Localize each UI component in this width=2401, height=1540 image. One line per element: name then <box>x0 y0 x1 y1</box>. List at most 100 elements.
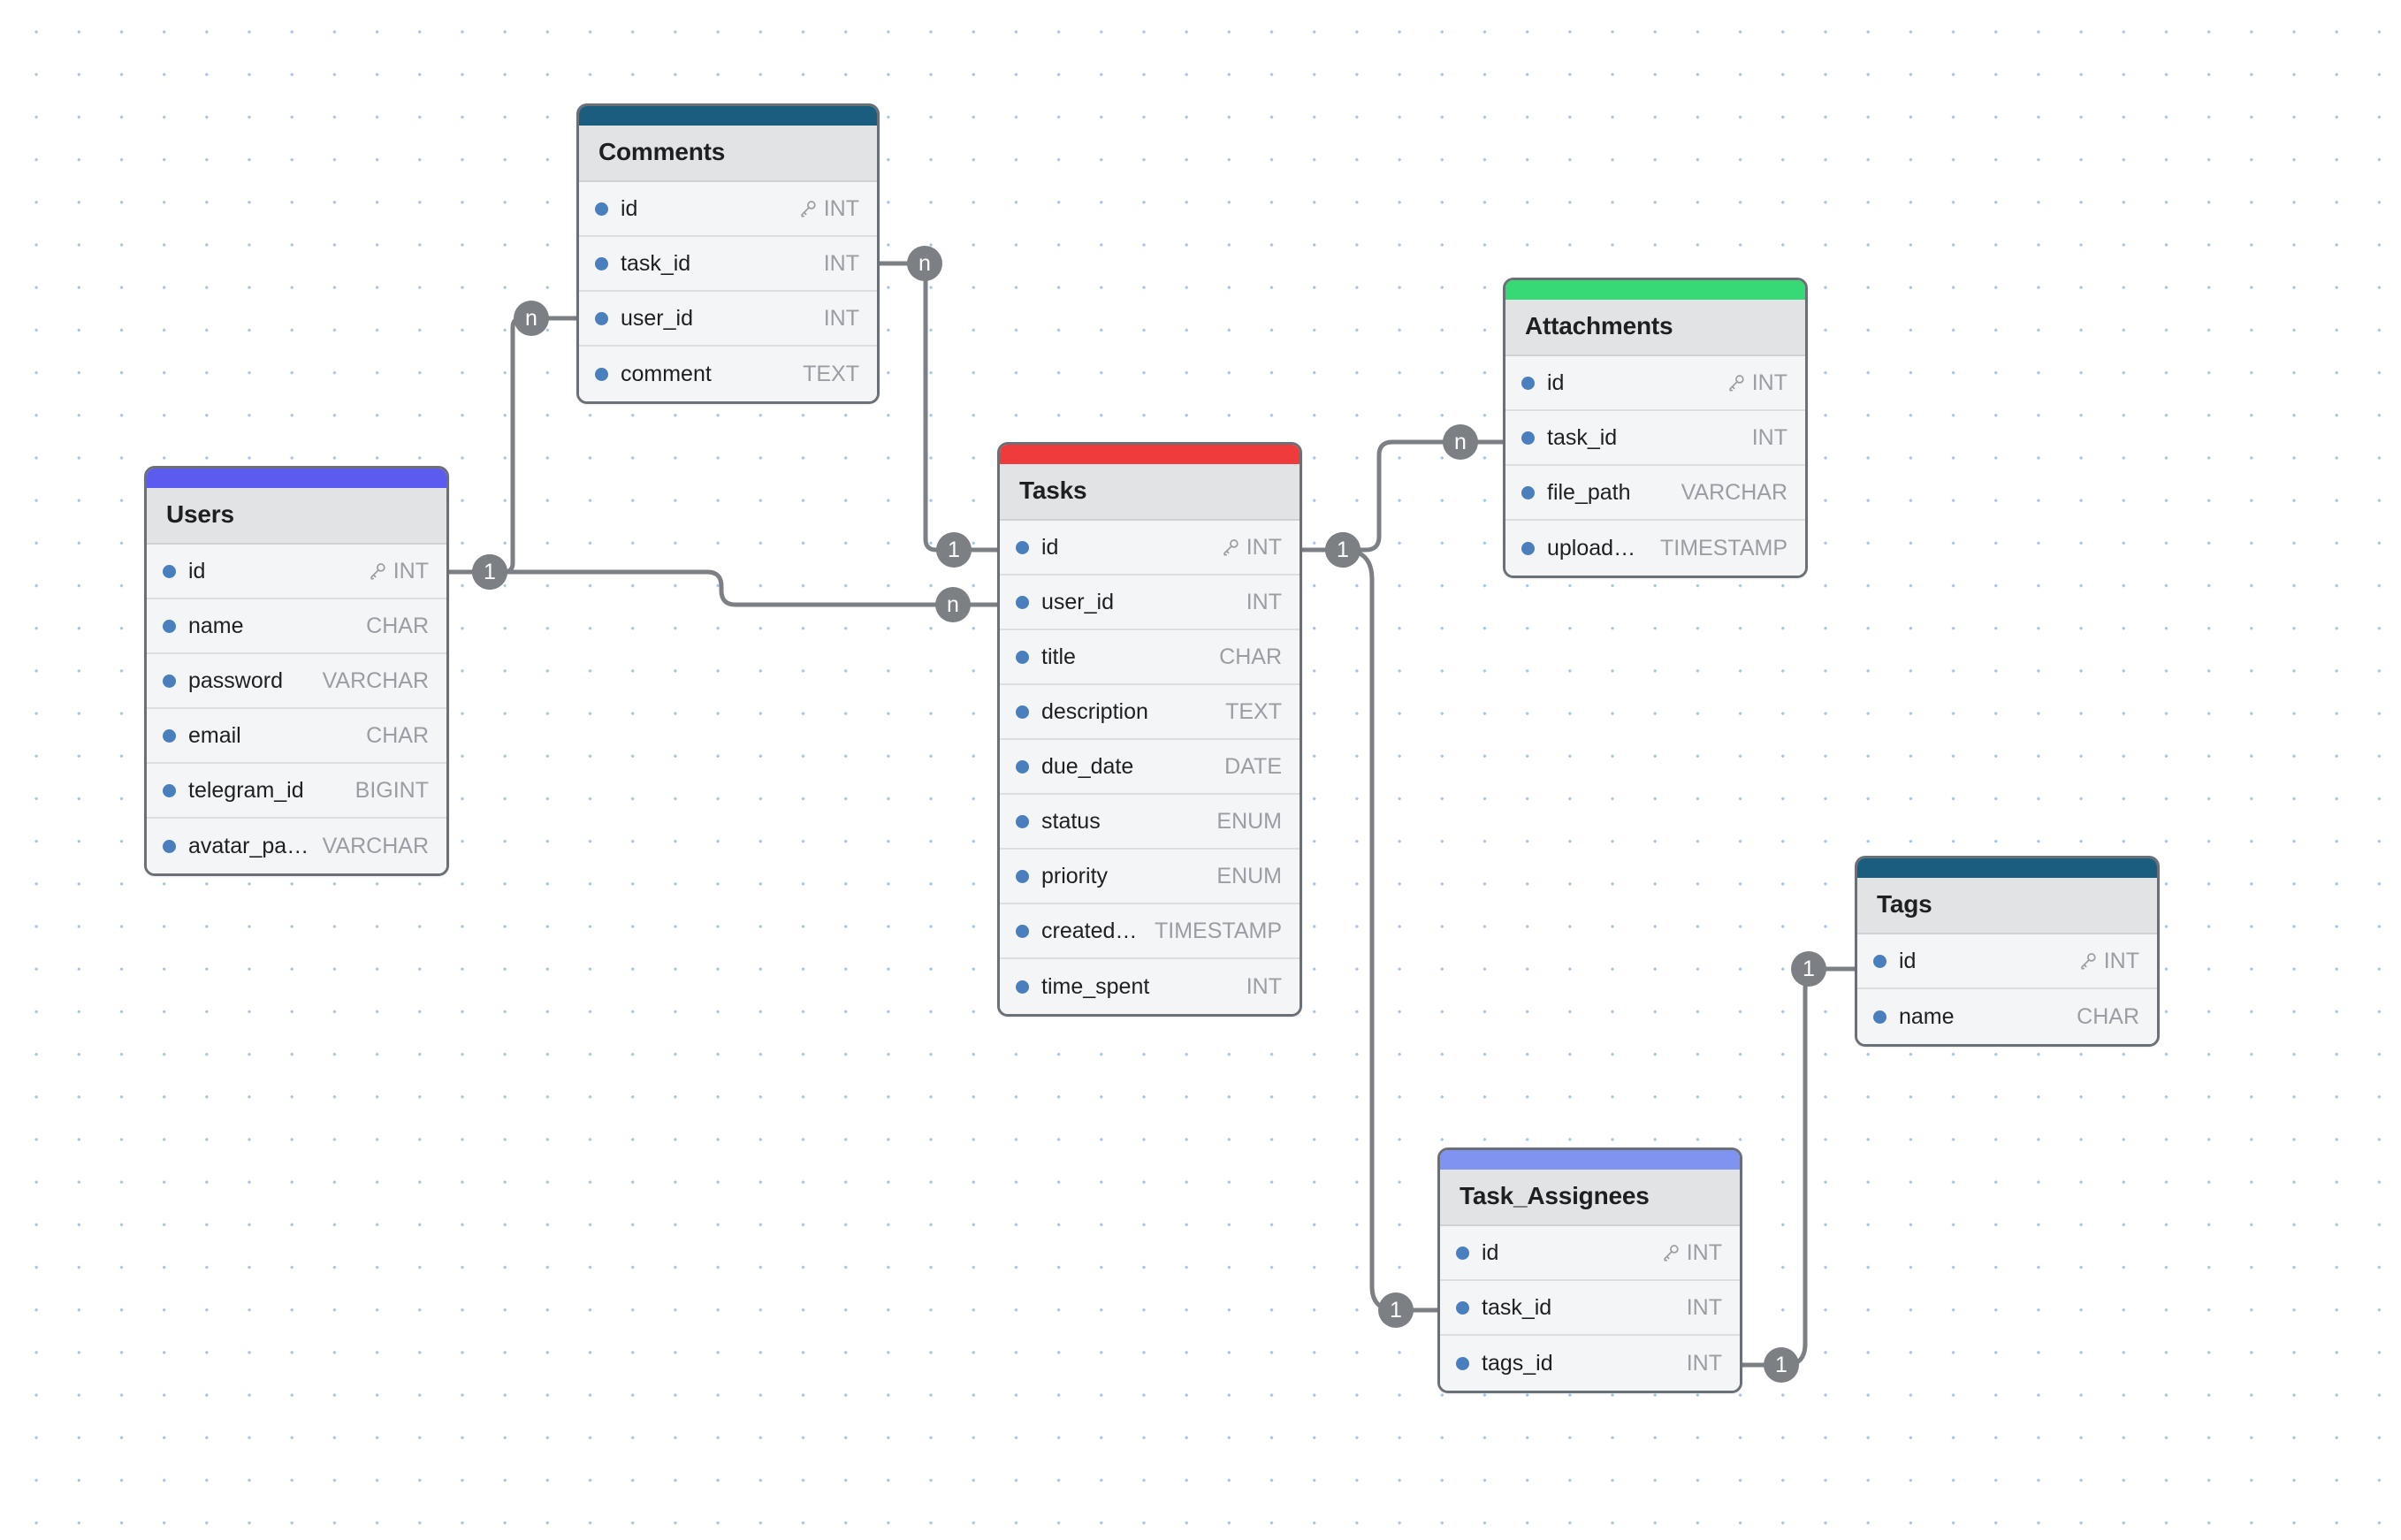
field-type-label: ENUM <box>1216 864 1282 889</box>
field-type: ENUM <box>1216 864 1282 889</box>
relationship-edge-tasks-attachments[interactable] <box>1302 442 1503 550</box>
field-bullet-icon <box>1016 815 1029 828</box>
entity-table-users[interactable]: UsersidINTnameCHARpasswordVARCHARemailCH… <box>144 466 449 876</box>
field-type: TIMESTAMP <box>1660 536 1787 561</box>
field-bullet-icon <box>1016 651 1029 664</box>
table-name: Tasks <box>1019 476 1280 505</box>
field-name: status <box>1041 809 1101 835</box>
cardinality-badge[interactable]: 1 <box>936 532 972 568</box>
field-bullet-icon <box>1521 486 1535 499</box>
field-name: telegram_id <box>188 778 304 804</box>
relationship-edge-task-assignees-tags[interactable] <box>1742 969 1855 1365</box>
table-title-bar[interactable]: Tasks <box>1000 464 1300 521</box>
field-bullet-icon <box>595 202 608 216</box>
field-type-label: TIMESTAMP <box>1155 919 1282 944</box>
table-title-bar[interactable]: Attachments <box>1505 300 1805 356</box>
table-title-bar[interactable]: Task_Assignees <box>1440 1170 1740 1226</box>
field-type-label: INT <box>824 196 859 222</box>
table-field-row[interactable]: time_spent INT <box>1000 959 1300 1014</box>
table-name: Attachments <box>1525 312 1786 340</box>
cardinality-badge[interactable]: 1 <box>1764 1347 1799 1383</box>
table-field-row[interactable]: idINT <box>147 545 446 599</box>
table-field-row[interactable]: idINT <box>1440 1226 1740 1281</box>
table-field-row[interactable]: priorityENUM <box>1000 850 1300 904</box>
key-icon <box>798 199 818 218</box>
table-field-row[interactable]: idINT <box>1000 521 1300 576</box>
cardinality-badge[interactable]: n <box>514 301 549 336</box>
table-field-row[interactable]: titleCHAR <box>1000 630 1300 685</box>
cardinality-badge[interactable]: n <box>907 246 942 281</box>
cardinality-badge[interactable]: 1 <box>1325 532 1361 568</box>
relationship-edge-users-comments[interactable] <box>449 318 576 572</box>
relationship-edge-comments-tasks[interactable] <box>880 263 997 550</box>
entity-table-task_assignees[interactable]: Task_AssigneesidINTtask_idINTtags_idINT <box>1437 1147 1742 1393</box>
table-field-row[interactable]: passwordVARCHAR <box>147 654 446 709</box>
table-title-bar[interactable]: Users <box>147 488 446 545</box>
field-type: INT <box>798 196 859 222</box>
field-bullet-icon <box>1456 1301 1469 1315</box>
cardinality-badge[interactable]: 1 <box>1791 951 1826 987</box>
table-field-row[interactable]: nameCHAR <box>147 599 446 654</box>
field-name: id <box>1041 535 1058 560</box>
table-field-row[interactable]: commentTEXT <box>579 347 877 401</box>
table-field-row[interactable]: file_pathVARCHAR <box>1505 466 1805 521</box>
table-field-row[interactable]: task_idINT <box>1505 411 1805 466</box>
field-type-label: CHAR <box>2077 1004 2139 1030</box>
table-field-row[interactable]: emailCHAR <box>147 709 446 764</box>
field-bullet-icon <box>1873 1010 1886 1024</box>
field-type: INT <box>824 306 859 332</box>
field-name: id <box>1547 370 1564 396</box>
table-field-row[interactable]: user_idINT <box>579 292 877 347</box>
table-field-row[interactable]: id INT <box>1505 356 1805 411</box>
entity-table-attachments[interactable]: Attachments id INT task_idINTfile_pathVARCH… <box>1503 278 1808 578</box>
field-bullet-icon <box>1456 1357 1469 1370</box>
field-type-label: TEXT <box>1225 699 1282 725</box>
table-accent-bar <box>1857 858 2157 878</box>
field-type-label: TIMESTAMP <box>1660 536 1787 561</box>
field-type-label: INT <box>824 251 859 277</box>
field-name: description <box>1041 699 1148 725</box>
table-field-row[interactable]: statusENUM <box>1000 795 1300 850</box>
cardinality-badge[interactable]: n <box>935 587 971 622</box>
entity-table-tasks[interactable]: TasksidINTuser_idINTtitleCHARdescription… <box>997 442 1302 1017</box>
field-bullet-icon <box>1016 760 1029 774</box>
table-accent-bar <box>579 106 877 126</box>
relationship-edge-tasks-task-assignees[interactable] <box>1302 550 1437 1310</box>
entity-table-tags[interactable]: TagsidINTnameCHAR <box>1855 856 2160 1047</box>
table-field-row[interactable]: due_dateDATE <box>1000 740 1300 795</box>
table-title-bar[interactable]: Tags <box>1857 878 2157 934</box>
table-field-row[interactable]: task_idINT <box>579 237 877 292</box>
entity-table-comments[interactable]: Comments idINTtask_idINTuser_idINTcomment… <box>576 103 880 404</box>
field-name: avatar_pa… <box>188 834 309 859</box>
table-name: Comments <box>598 138 858 166</box>
field-type: INT <box>824 251 859 277</box>
field-type-label: INT <box>1246 974 1282 1000</box>
table-field-row[interactable]: tags_idINT <box>1440 1336 1740 1391</box>
field-bullet-icon <box>1016 596 1029 609</box>
table-field-row[interactable]: idINT <box>579 182 877 237</box>
field-name: id <box>1482 1240 1498 1266</box>
table-title-bar[interactable]: Comments <box>579 126 877 182</box>
table-field-row[interactable]: task_idINT <box>1440 1281 1740 1336</box>
relationship-edge-users-tasks[interactable] <box>449 572 997 605</box>
key-icon <box>1661 1243 1681 1262</box>
field-name: due_date <box>1041 754 1133 780</box>
table-field-row[interactable]: upload…TIMESTAMP <box>1505 521 1805 576</box>
table-field-row[interactable]: avatar_pa…VARCHAR <box>147 819 446 873</box>
table-field-row[interactable]: created…TIMESTAMP <box>1000 904 1300 959</box>
cardinality-badge[interactable]: n <box>1443 424 1478 460</box>
field-name: time_spent <box>1041 974 1149 1000</box>
cardinality-badge[interactable]: 1 <box>472 554 507 590</box>
field-type: INT <box>1687 1351 1722 1376</box>
field-type-label: INT <box>1752 370 1787 396</box>
cardinality-badge[interactable]: 1 <box>1378 1292 1414 1328</box>
table-field-row[interactable]: idINT <box>1857 934 2157 989</box>
table-field-row[interactable]: telegram_idBIGINT <box>147 764 446 819</box>
field-type-label: INT <box>824 306 859 332</box>
table-field-row[interactable]: nameCHAR <box>1857 989 2157 1044</box>
field-name: file_path <box>1547 480 1631 506</box>
table-field-row[interactable]: description TEXT <box>1000 685 1300 740</box>
table-field-row[interactable]: user_idINT <box>1000 576 1300 630</box>
field-type: TEXT <box>1225 699 1282 725</box>
